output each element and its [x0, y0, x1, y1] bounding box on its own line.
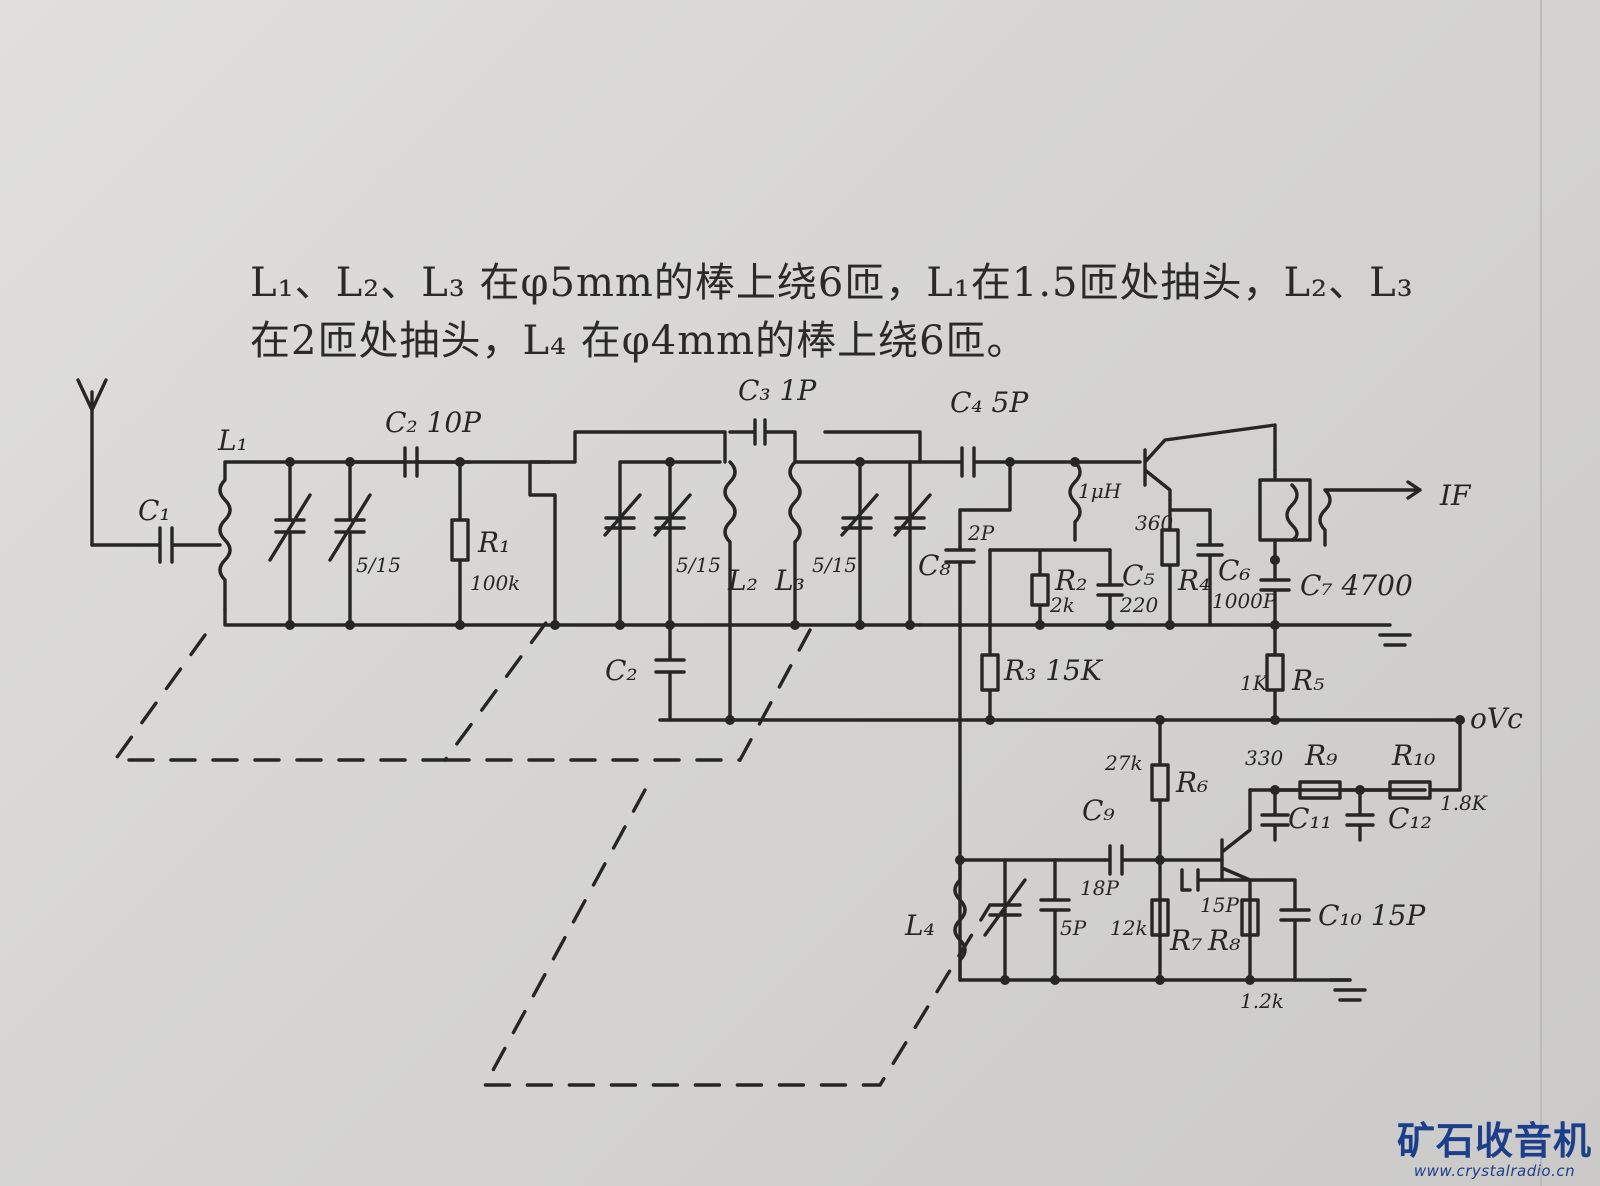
r9-value: 330	[1245, 746, 1283, 770]
c5-value: 220	[1119, 593, 1158, 617]
c5p-value: 5P	[1060, 916, 1087, 940]
c3-label: C₃ 1P	[738, 374, 817, 407]
r3-label: R₃ 15K	[1003, 654, 1104, 687]
junction-dots	[285, 457, 1465, 985]
c1-label: C₁	[138, 494, 171, 527]
vc1-label: 5/15	[356, 553, 401, 577]
ground-symbol-2	[1328, 978, 1367, 1002]
r8-label: R₈	[1207, 924, 1241, 957]
r7-label: R₇	[1169, 924, 1202, 957]
l1-label: L₁	[217, 424, 248, 457]
c8-value: 2P	[967, 521, 995, 545]
antenna-section: C₁	[76, 378, 222, 564]
ground-symbol	[918, 623, 1412, 647]
gang-tuning-dashes	[111, 618, 992, 1087]
r1-label: R₁	[477, 526, 510, 559]
c10-label: C₁₀ 15P	[1318, 899, 1426, 932]
c2-bottom-label: C₂	[605, 654, 638, 687]
c9-label: C₉	[1082, 794, 1115, 827]
rf-stage-L2-L3: 5/15 L₂ C₃ 1P L₃ 5/15 C₂	[528, 374, 1462, 722]
winding-note-line-1: L₁、L₂、L₃ 在φ5mm的棒上绕6匝，L₁在1.5匝处抽头，L₂、L₃	[250, 260, 1414, 306]
vc2-label: 5/15	[676, 553, 721, 577]
c8-label: C₈	[918, 549, 951, 582]
c4-label: C₄ 5P	[950, 386, 1029, 419]
r10-value: 1.8K	[1440, 791, 1488, 815]
watermark-title: 矿石收音机	[1396, 1119, 1592, 1163]
r2-value: 2k	[1049, 593, 1075, 617]
input-tank-L1: L₁ 5/15 C₂ 10P R₁ 100k	[217, 406, 922, 627]
l2-label: L₂	[727, 564, 758, 597]
mixer-stage: C₄ 5P 2P C₈ 1μH R₂ 2k C₅ 220 R₃ 15K 360 …	[918, 386, 1523, 982]
paper-fold-line	[1540, 0, 1542, 1186]
c11-label: C₁₁	[1288, 802, 1332, 835]
r8-value: 1.2k	[1240, 989, 1284, 1013]
r9-label: R₉	[1304, 739, 1338, 772]
r10-label: R₁₀	[1391, 739, 1436, 772]
r1-value: 100k	[470, 571, 520, 595]
r4-label: R₄	[1177, 564, 1210, 597]
r6-label: R₆	[1175, 766, 1208, 799]
l4-label: L₄	[904, 909, 935, 942]
vc3-label: 5/15	[812, 553, 857, 577]
c9-value: 18P	[1080, 876, 1119, 900]
c7-label: C₇ 4700	[1300, 569, 1413, 602]
vc-label: oVc	[1470, 702, 1523, 735]
r5-value: 1K	[1240, 671, 1269, 695]
inductor-label: 1μH	[1078, 479, 1122, 503]
r5-label: R₅	[1291, 664, 1324, 697]
c6-label: C₆	[1218, 554, 1251, 587]
winding-note-line-2: 在2匝处抽头，L₄ 在φ4mm的棒上绕6匝。	[250, 318, 1028, 364]
l3-label: L₃	[774, 564, 805, 597]
r6-value: 27k	[1104, 751, 1143, 775]
watermark-url: www.crystalradio.cn	[1413, 1162, 1576, 1180]
c5-label: C₅	[1122, 559, 1155, 592]
r7-value: 12k	[1110, 916, 1148, 940]
r2-label: R₂	[1054, 564, 1087, 597]
c6-value: 1000P	[1212, 589, 1277, 613]
c15-value: 15P	[1200, 893, 1239, 917]
site-watermark: 矿石收音机 www.crystalradio.cn	[1397, 1120, 1592, 1180]
c12-label: C₁₂	[1388, 802, 1432, 835]
antenna-icon	[76, 378, 108, 547]
c2-top-label: C₂ 10P	[385, 406, 482, 439]
if-output-label: IF	[1439, 479, 1472, 512]
r4-value: 360	[1135, 511, 1173, 535]
oscillator-stage: 27k R₆ L₄ 5P C₉ 18P 12k R₇ 15P R₈ 1.2k C…	[904, 718, 1488, 1013]
